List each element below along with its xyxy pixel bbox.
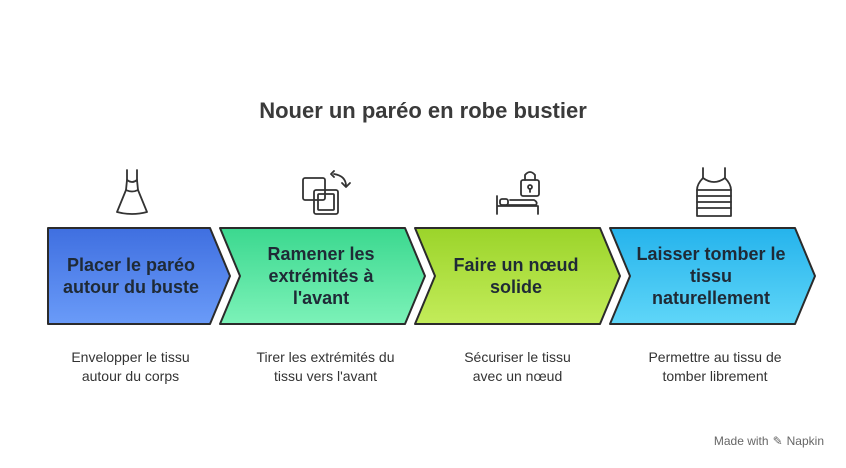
step-1-description: Envelopper le tissu autour du corps [71,349,190,384]
napkin-watermark: Made with ✎ Napkin [714,434,824,448]
step-3-chevron [414,227,621,325]
napkin-logo-icon: ✎ [772,434,783,448]
step-3-description: Sécuriser le tissu avec un nœud [464,349,571,384]
step-3-label: Faire un nœud solide [453,255,579,297]
step-2-chevron [219,227,426,325]
diagram-title: Nouer un paréo en robe bustier [259,98,587,123]
dress-icon [116,169,148,215]
step-2-description: Tirer les extrémités du tissu vers l'ava… [256,349,395,384]
step-1-label: Placer le paréo autour du buste [63,255,199,297]
made-with-text: Made with [713,434,769,448]
step-4-description: Permettre au tissu de tomber librement [648,349,782,384]
step-1-chevron [47,227,231,325]
step-4-chevron [609,227,816,325]
napkin-brand-text: Napkin [786,434,824,448]
tank-top-icon [696,167,732,217]
step-4-label: Laisser tomber le tissu naturellement [636,244,786,308]
step-2-label: Ramener les extrémités à l'avant [267,244,375,308]
swap-squares-icon [302,170,351,215]
bed-lock-icon [496,171,540,215]
